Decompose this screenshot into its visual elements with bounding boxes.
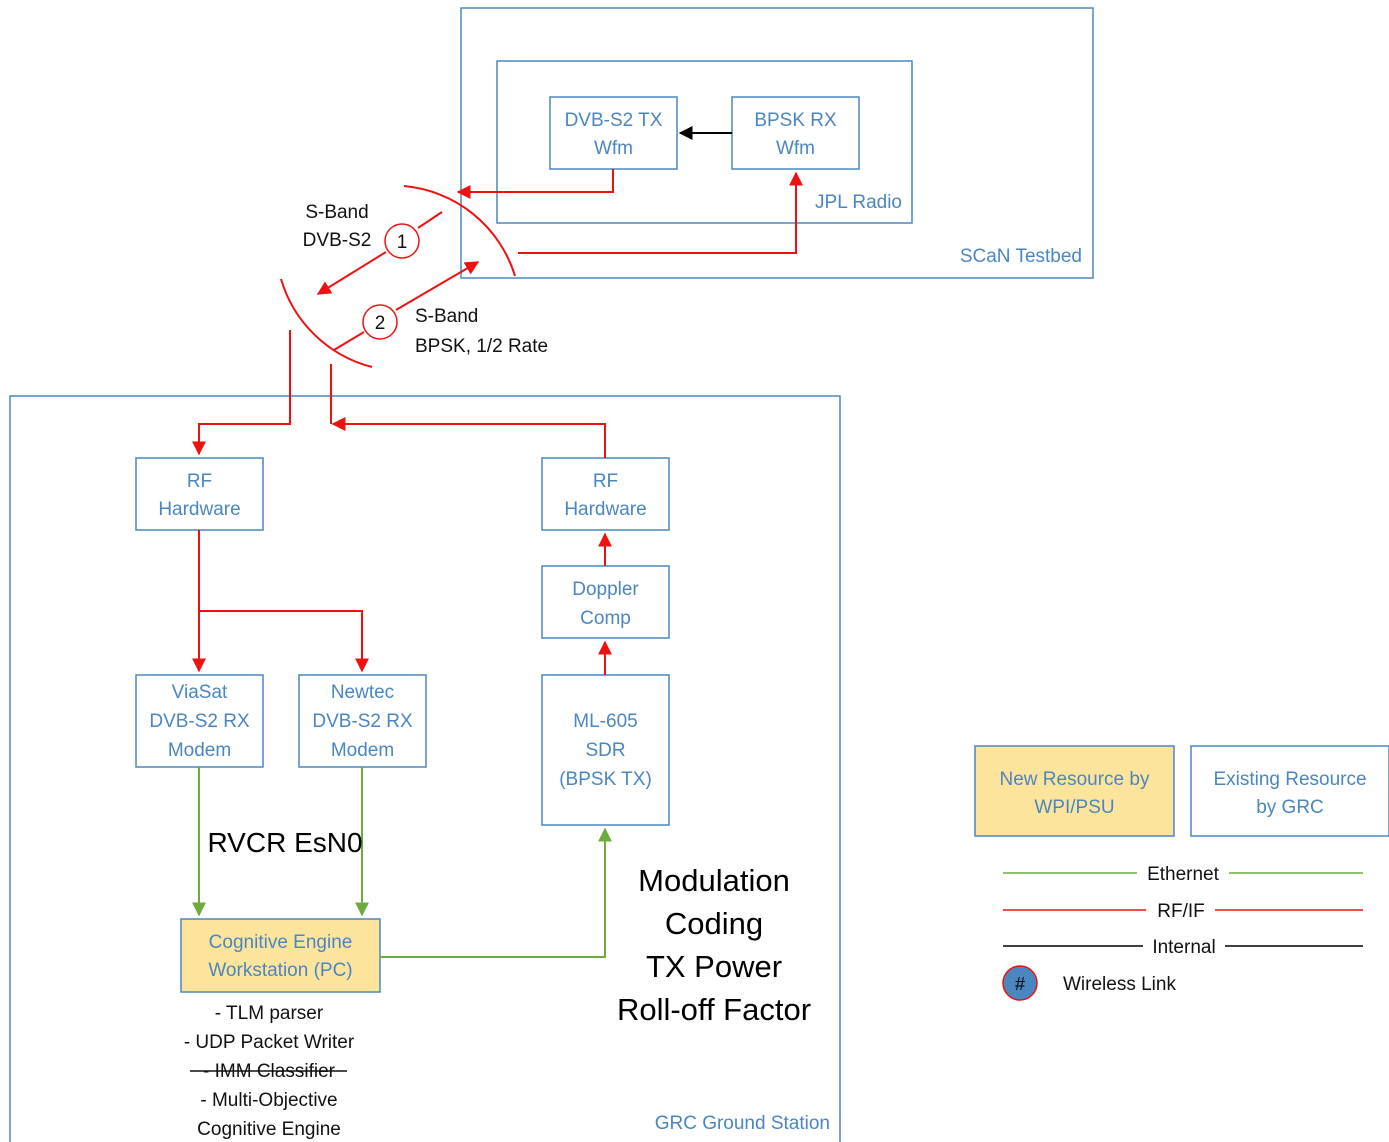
rf-hardware-right-line-1: RF xyxy=(593,471,618,492)
legend-wireless-link-label: Wireless Link xyxy=(1063,974,1176,995)
rf-hw-left-to-newtec xyxy=(199,610,369,673)
viasat-line-3: Modem xyxy=(168,740,231,761)
newtec-line-1: Newtec xyxy=(331,682,394,703)
link-2-label-line-2: BPSK, 1/2 Rate xyxy=(415,336,548,357)
cognitive-features-list: - TLM parser - UDP Packet Writer - IMM C… xyxy=(184,1003,355,1140)
cognitive-engine-block: Cognitive Engine Workstation (PC) xyxy=(180,918,381,993)
rf-hardware-left-line-2: Hardware xyxy=(158,499,240,520)
link-1-label-line-2: DVB-S2 xyxy=(303,230,372,251)
ml-605-line-1: ML-605 xyxy=(573,711,637,732)
knob-tx-power: TX Power xyxy=(646,949,782,984)
wireless-link-2-badge: 2 xyxy=(362,304,398,340)
link-1-seg-b xyxy=(316,251,387,295)
rf-dish-to-rf-hw-left xyxy=(192,330,291,456)
doppler-comp-block: Doppler Comp xyxy=(541,565,670,639)
ml-605-sdr-block: ML-605 SDR (BPSK TX) xyxy=(541,674,670,826)
eth-cognitive-to-sdr xyxy=(380,827,612,958)
doppler-comp-line-1: Doppler xyxy=(572,579,639,600)
jpl-radio-label: JPL Radio xyxy=(815,192,902,213)
feature-multi-objective: - Multi-Objective xyxy=(200,1090,337,1111)
rf-hardware-right-block: RF Hardware xyxy=(541,457,670,531)
viasat-line-2: DVB-S2 RX xyxy=(149,711,250,732)
rvcr-esn0-label: RVCR EsN0 xyxy=(207,827,362,858)
bpsk-rx-line-1: BPSK RX xyxy=(754,110,837,131)
rf-dish-to-bpsk-rx xyxy=(518,171,803,254)
knob-roll-off-factor: Roll-off Factor xyxy=(617,992,811,1027)
jpl-radio-container xyxy=(496,60,913,224)
bpsk-rx-line-2: Wfm xyxy=(776,138,815,159)
rf-hardware-left-line-1: RF xyxy=(187,471,212,492)
link-2-seg-a xyxy=(333,331,365,351)
viasat-modem-block: ViaSat DVB-S2 RX Modem xyxy=(135,674,264,768)
grc-ground-station-container xyxy=(9,395,841,1142)
legend-wireless-link: # Wireless Link xyxy=(1002,965,1176,1001)
legend: New Resource by WPI/PSU Existing Resourc… xyxy=(974,745,1389,1001)
legend-ethernet: Ethernet xyxy=(1003,864,1363,885)
legend-wireless-symbol: # xyxy=(1015,974,1025,994)
legend-existing-resource-line-2: by GRC xyxy=(1256,797,1324,818)
dvb-s2-tx-line-1: DVB-S2 TX xyxy=(565,110,663,131)
scan-testbed-label: SCaN Testbed xyxy=(960,246,1082,267)
feature-udp-writer: - UDP Packet Writer xyxy=(184,1032,355,1053)
bpsk-rx-block: BPSK RX Wfm xyxy=(731,96,860,170)
viasat-line-1: ViaSat xyxy=(172,682,228,703)
link-1-label-line-1: S-Band xyxy=(305,202,368,223)
cognitive-line-1: Cognitive Engine xyxy=(209,932,353,953)
scan-testbed-container xyxy=(460,7,1094,279)
ml-605-line-2: SDR xyxy=(585,740,625,761)
grc-ground-station-label: GRC Ground Station xyxy=(655,1113,830,1134)
legend-existing-resource-line-1: Existing Resource xyxy=(1213,769,1366,790)
knob-modulation: Modulation xyxy=(638,863,790,898)
rf-hardware-left-block: RF Hardware xyxy=(135,457,264,531)
wireless-link-1-badge: 1 xyxy=(384,223,420,259)
rf-hw-right-to-dish xyxy=(331,417,606,458)
legend-ethernet-label: Ethernet xyxy=(1147,864,1220,885)
tuning-knobs-list: Modulation Coding TX Power Roll-off Fact… xyxy=(617,863,811,1027)
link-2-label-line-1: S-Band xyxy=(415,306,478,327)
legend-new-resource-line-1: New Resource by xyxy=(1000,769,1150,790)
feature-tlm-parser: - TLM parser xyxy=(215,1003,324,1024)
rf-hardware-right-line-2: Hardware xyxy=(564,499,646,520)
legend-existing-resource: Existing Resource by GRC xyxy=(1190,745,1389,837)
newtec-modem-block: Newtec DVB-S2 RX Modem xyxy=(298,674,427,768)
legend-internal: Internal xyxy=(1003,937,1363,958)
dish-antenna-lower xyxy=(280,278,373,368)
knob-coding: Coding xyxy=(665,906,763,941)
dish-antenna-upper xyxy=(403,185,516,277)
link-2-seg-b xyxy=(395,261,480,311)
wireless-link-badge-icon xyxy=(1002,965,1038,1001)
doppler-comp-line-2: Comp xyxy=(580,608,631,629)
newtec-line-3: Modem xyxy=(331,740,394,761)
newtec-line-2: DVB-S2 RX xyxy=(312,711,413,732)
rf-dvb-tx-to-dish xyxy=(456,169,614,199)
legend-new-resource: New Resource by WPI/PSU xyxy=(974,745,1175,837)
cognitive-line-2: Workstation (PC) xyxy=(208,960,352,981)
feature-cognitive-engine: Cognitive Engine xyxy=(197,1119,341,1140)
ml-605-line-3: (BPSK TX) xyxy=(559,769,652,790)
dvb-s2-tx-line-2: Wfm xyxy=(594,138,633,159)
legend-new-resource-line-2: WPI/PSU xyxy=(1034,797,1114,818)
legend-rf-if-label: RF/IF xyxy=(1157,901,1205,922)
link-1-number: 1 xyxy=(397,232,408,253)
link-1-seg-a xyxy=(417,211,443,229)
legend-rf-if: RF/IF xyxy=(1003,901,1363,922)
link-2-number: 2 xyxy=(375,313,386,334)
dvb-s2-tx-block: DVB-S2 TX Wfm xyxy=(549,96,678,170)
legend-internal-label: Internal xyxy=(1152,937,1215,958)
